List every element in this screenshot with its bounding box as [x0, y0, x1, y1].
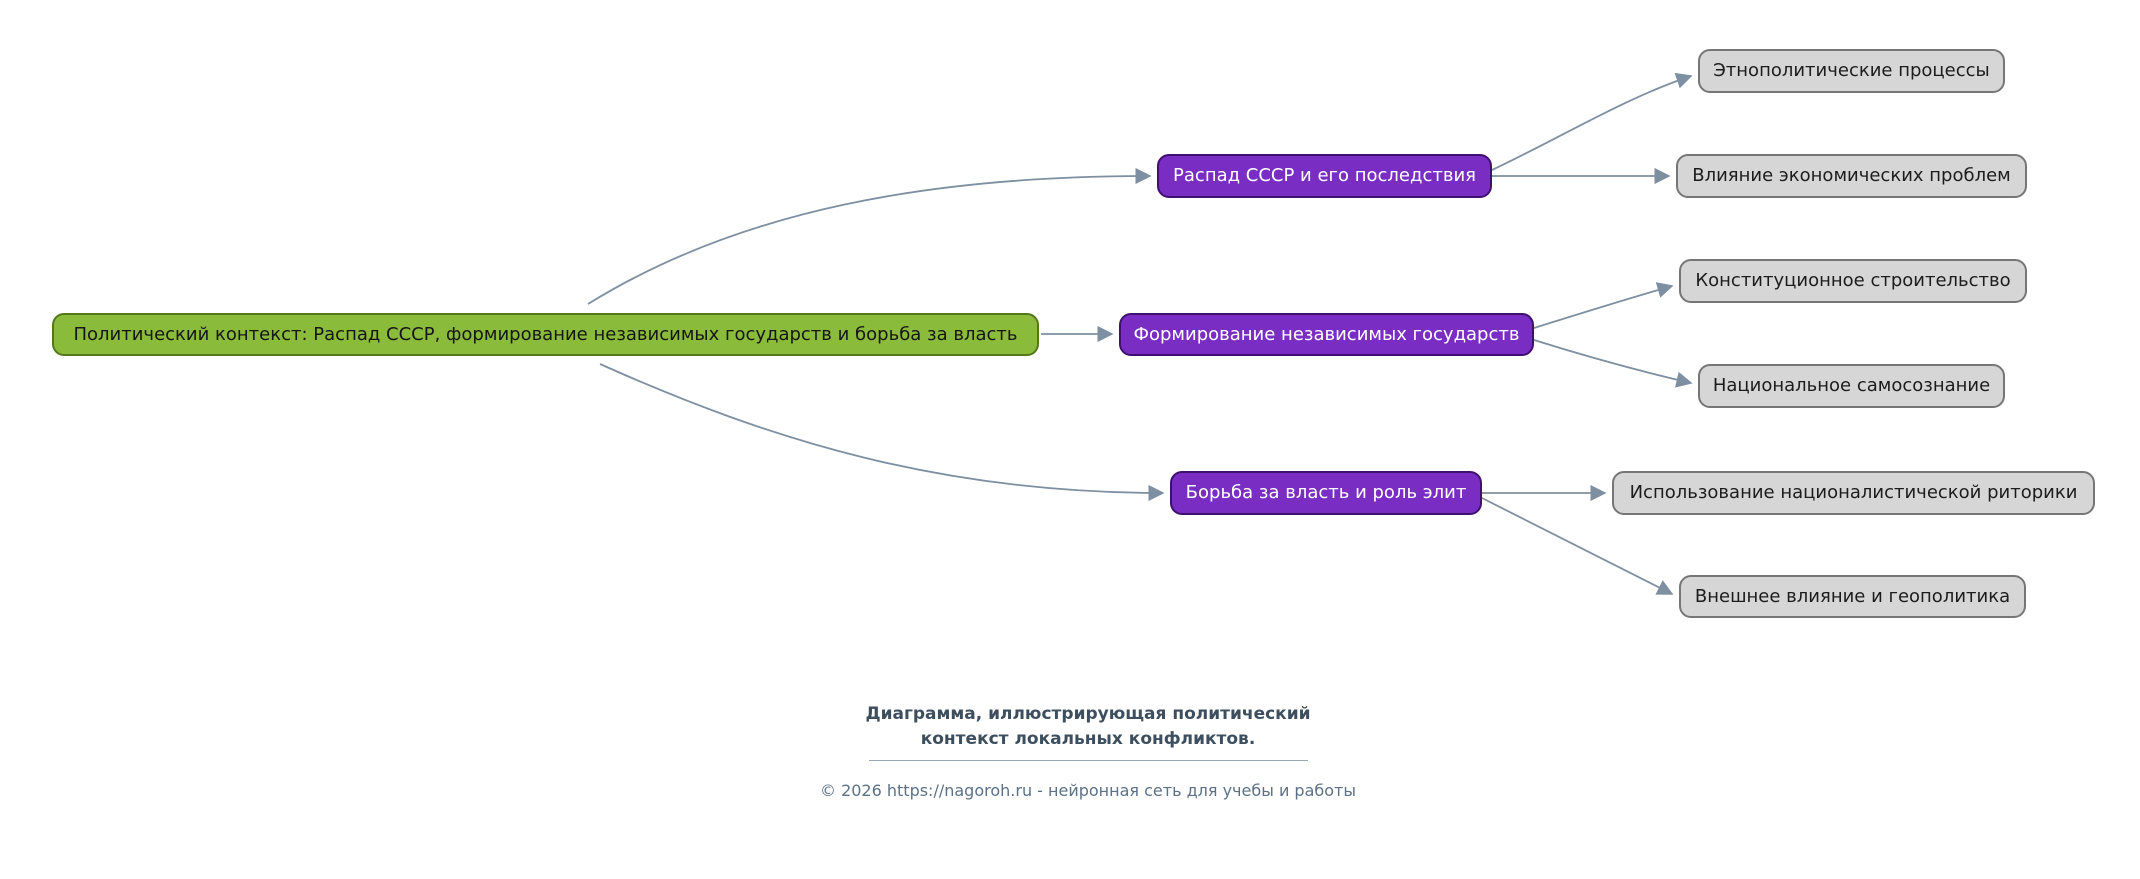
edge-branch2-to-leaf4: [1533, 339, 1693, 388]
edge-root-to-branch1: [587, 167, 1152, 305]
node-leaf-nationalist-rhetoric: Использование националистической риторик…: [1612, 471, 2095, 515]
node-leaf-economic-problems: Влияние экономических проблем: [1676, 154, 2027, 198]
caption-divider: [869, 760, 1308, 761]
diagram-caption: Диаграмма, иллюстрирующая политический к…: [848, 702, 1328, 751]
node-leaf-constitutional-building: Конституционное строительство: [1679, 259, 2027, 303]
edge-root-to-branch3: [599, 363, 1165, 502]
edge-branch1-to-leaf1: [1491, 72, 1693, 171]
caption-line2: контекст локальных конфликтов.: [920, 728, 1256, 749]
node-branch-ussr-collapse: Распад СССР и его последствия: [1157, 154, 1492, 198]
edge-branch2-to-leaf3: [1533, 282, 1674, 329]
node-leaf-external-influence: Внешнее влияние и геополитика: [1679, 575, 2026, 618]
node-leaf-ethnopolitical-processes: Этнополитические процессы: [1698, 49, 2005, 93]
caption-line1: Диаграмма, иллюстрирующая политический: [865, 704, 1311, 724]
node-root: Политический контекст: Распад СССР, форм…: [52, 313, 1039, 356]
footer-credit: © 2026 https://nagoroh.ru - нейронная се…: [819, 781, 1356, 800]
node-branch-independent-states: Формирование независимых государств: [1119, 313, 1534, 356]
node-branch-power-struggle: Борьба за власть и роль элит: [1170, 471, 1482, 515]
node-leaf-national-identity: Национальное самосознание: [1698, 364, 2005, 408]
